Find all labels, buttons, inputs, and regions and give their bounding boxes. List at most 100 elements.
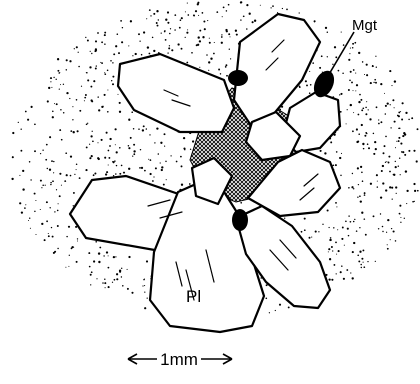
stipple-dot bbox=[358, 133, 360, 135]
stipple-dot bbox=[373, 82, 374, 83]
stipple-dot bbox=[186, 62, 188, 64]
stipple-dot bbox=[46, 201, 48, 203]
plagioclase-lath bbox=[118, 54, 234, 132]
stipple-dot bbox=[413, 183, 415, 185]
stipple-dot bbox=[352, 47, 354, 49]
stipple-dot bbox=[328, 227, 329, 228]
stipple-dot bbox=[59, 129, 61, 131]
stipple-dot bbox=[364, 194, 366, 196]
stipple-dot bbox=[81, 86, 82, 87]
stipple-dot bbox=[95, 49, 97, 51]
stipple-dot bbox=[389, 171, 391, 173]
stipple-dot bbox=[386, 161, 387, 162]
stipple-dot bbox=[130, 137, 132, 139]
stipple-dot bbox=[153, 176, 154, 177]
stipple-dot bbox=[400, 217, 401, 218]
stipple-dot bbox=[272, 5, 274, 7]
stipple-dot bbox=[116, 278, 118, 280]
stipple-dot bbox=[383, 152, 385, 154]
stipple-dot bbox=[354, 219, 355, 220]
stipple-dot bbox=[119, 147, 121, 149]
stipple-dot bbox=[288, 306, 290, 308]
stipple-dot bbox=[52, 180, 54, 182]
stipple-dot bbox=[18, 122, 19, 123]
stipple-dot bbox=[362, 107, 364, 109]
stipple-dot bbox=[69, 98, 70, 99]
stipple-dot bbox=[59, 88, 60, 89]
stipple-dot bbox=[89, 144, 90, 145]
stipple-dot bbox=[128, 147, 130, 149]
stipple-dot bbox=[361, 212, 363, 214]
stipple-dot bbox=[160, 162, 161, 163]
stipple-dot bbox=[86, 146, 88, 148]
stipple-dot bbox=[340, 93, 342, 95]
stipple-dot bbox=[192, 140, 194, 142]
stipple-dot bbox=[104, 282, 106, 284]
stipple-dot bbox=[203, 20, 205, 22]
stipple-dot bbox=[104, 157, 106, 159]
stipple-dot bbox=[84, 100, 85, 101]
stipple-dot bbox=[141, 167, 143, 169]
stipple-dot bbox=[346, 269, 348, 271]
stipple-dot bbox=[390, 104, 391, 105]
stipple-dot bbox=[216, 11, 218, 13]
stipple-dot bbox=[163, 184, 165, 186]
stipple-dot bbox=[48, 87, 50, 89]
stipple-dot bbox=[306, 84, 308, 86]
stipple-dot bbox=[185, 11, 186, 12]
stipple-dot bbox=[375, 56, 376, 57]
stipple-dot bbox=[221, 42, 223, 44]
stipple-dot bbox=[187, 3, 188, 4]
stipple-dot bbox=[119, 111, 121, 113]
stipple-dot bbox=[382, 231, 383, 232]
stipple-dot bbox=[400, 222, 401, 223]
stipple-dot bbox=[186, 32, 188, 34]
stipple-dot bbox=[348, 235, 350, 237]
stipple-dot bbox=[147, 46, 149, 48]
stipple-dot bbox=[55, 79, 56, 80]
stipple-dot bbox=[106, 132, 108, 134]
stipple-dot bbox=[112, 161, 114, 163]
stipple-dot bbox=[115, 144, 116, 145]
stipple-dot bbox=[79, 177, 81, 179]
stipple-dot bbox=[156, 10, 158, 12]
stipple-dot bbox=[139, 167, 141, 169]
stipple-dot bbox=[392, 198, 393, 199]
stipple-dot bbox=[68, 226, 70, 228]
stipple-dot bbox=[319, 67, 321, 69]
stipple-dot bbox=[61, 139, 63, 141]
stipple-dot bbox=[142, 129, 144, 131]
stipple-dot bbox=[338, 250, 340, 252]
stipple-dot bbox=[155, 167, 157, 169]
stipple-dot bbox=[53, 77, 54, 78]
stipple-dot bbox=[149, 9, 151, 11]
stipple-dot bbox=[89, 266, 91, 268]
stipple-dot bbox=[364, 74, 365, 75]
stipple-dot bbox=[370, 183, 372, 185]
stipple-dot bbox=[169, 45, 170, 46]
stipple-dot bbox=[367, 143, 369, 145]
stipple-dot bbox=[76, 46, 78, 48]
stipple-dot bbox=[380, 121, 382, 123]
stipple-dot bbox=[133, 153, 135, 155]
stipple-dot bbox=[47, 100, 49, 102]
stipple-dot bbox=[299, 86, 301, 88]
stipple-dot bbox=[198, 36, 200, 38]
stipple-dot bbox=[336, 151, 338, 153]
scale-bar-label: 1mm bbox=[160, 350, 198, 369]
stipple-dot bbox=[40, 153, 41, 154]
stipple-dot bbox=[161, 166, 163, 168]
stipple-dot bbox=[132, 55, 133, 56]
stipple-dot bbox=[165, 19, 167, 21]
stipple-dot bbox=[106, 171, 108, 173]
stipple-dot bbox=[123, 172, 125, 174]
stipple-dot bbox=[150, 159, 152, 161]
stipple-dot bbox=[12, 156, 14, 158]
stipple-dot bbox=[144, 307, 146, 309]
stipple-dot bbox=[63, 112, 65, 114]
stipple-dot bbox=[132, 155, 133, 156]
stipple-dot bbox=[70, 156, 72, 158]
stipple-dot bbox=[362, 61, 363, 62]
stipple-dot bbox=[131, 292, 133, 294]
stipple-dot bbox=[101, 139, 103, 141]
